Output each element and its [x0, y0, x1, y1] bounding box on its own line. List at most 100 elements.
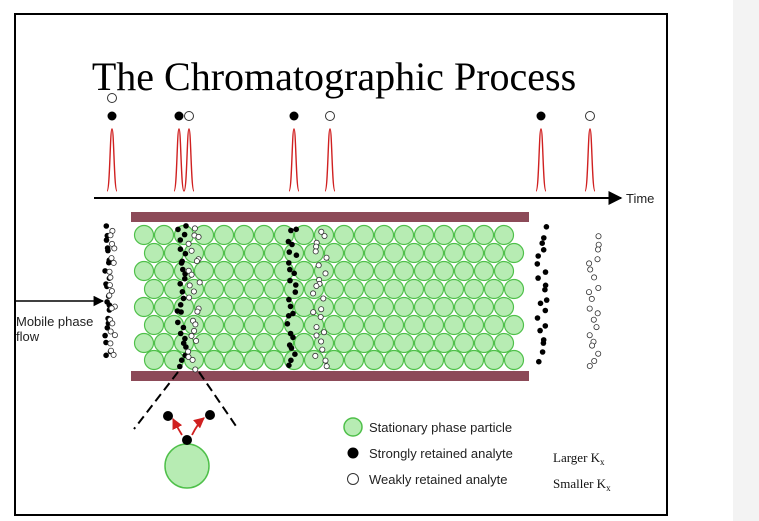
- strong-analyte-dot: [543, 224, 550, 230]
- strong-analyte-dot: [542, 282, 549, 289]
- strong-analyte-dot: [286, 249, 293, 255]
- stationary-particle: [293, 260, 315, 282]
- stationary-particle-icon: [343, 417, 363, 437]
- weak-analyte-dot: [586, 260, 593, 267]
- weak-analyte-dot: [107, 328, 114, 335]
- stationary-particle: [393, 332, 415, 354]
- stationary-particle: [343, 242, 365, 264]
- stationary-particle: [203, 242, 225, 264]
- weak-analyte-dot: [588, 295, 595, 302]
- stationary-particle: [243, 242, 265, 264]
- stationary-particle: [463, 278, 485, 300]
- stationary-particle: [233, 260, 255, 282]
- peak-strong: [173, 128, 185, 192]
- weak-analyte-dot: [192, 366, 199, 373]
- stationary-particle: [483, 314, 505, 336]
- stationary-particle: [143, 349, 165, 371]
- strong-analyte-dot: [179, 289, 186, 295]
- stationary-particle: [393, 296, 415, 318]
- stationary-particle: [353, 260, 375, 282]
- strong-analyte-dot: [102, 268, 108, 274]
- strong-analyte-dot: [285, 313, 292, 319]
- zoom-particle: [164, 443, 210, 489]
- strong-analyte-dot: [537, 327, 543, 334]
- time-axis-label: Time: [626, 191, 654, 206]
- strong-analyte-dot: [543, 297, 550, 303]
- strong-analyte-dot: [287, 303, 294, 310]
- strong-analyte-dot: [104, 325, 111, 331]
- strong-analyte-dot: [103, 339, 109, 346]
- stationary-particle: [223, 314, 245, 336]
- slide: Time Mobile phase flow Stationary phase …: [14, 13, 668, 516]
- stationary-particle: [153, 224, 175, 246]
- strong-analyte-marker: [289, 111, 299, 121]
- weak-analyte-dot: [108, 347, 115, 354]
- stationary-particle: [383, 349, 405, 371]
- strong-analyte-dot: [177, 246, 184, 252]
- stationary-particle: [243, 278, 265, 300]
- weak-analyte-dot: [196, 279, 203, 286]
- weak-analyte-dot: [313, 243, 320, 250]
- stationary-particle: [443, 242, 465, 264]
- stationary-particle: [213, 296, 235, 318]
- stationary-particle: [503, 242, 525, 264]
- weak-analyte-dot: [185, 348, 192, 355]
- weak-analyte-dot: [108, 287, 115, 294]
- weak-analyte-dot: [110, 351, 117, 358]
- weak-analyte-icon: [347, 473, 359, 485]
- stationary-particle: [243, 314, 265, 336]
- stationary-particle: [253, 332, 275, 354]
- stationary-particle: [383, 314, 405, 336]
- stationary-particle: [333, 224, 355, 246]
- weak-analyte-dot: [320, 329, 327, 336]
- strong-analyte-dot: [106, 259, 112, 266]
- stationary-particle: [223, 242, 245, 264]
- strong-analyte-dot: [289, 241, 295, 248]
- weak-analyte-dot: [107, 274, 114, 281]
- weak-analyte-dot: [591, 274, 598, 281]
- zoom-line-right: [198, 371, 239, 430]
- stationary-particle: [483, 349, 505, 371]
- stationary-particle: [333, 260, 355, 282]
- stationary-particle: [453, 260, 475, 282]
- weak-analyte-dot: [591, 357, 598, 364]
- analyte-bands: [102, 223, 602, 373]
- stationary-particle: [293, 332, 315, 354]
- stationary-particle: [503, 278, 525, 300]
- weak-analyte-dot: [185, 267, 192, 274]
- weak-analyte-dot: [108, 255, 115, 262]
- stationary-particle: [223, 278, 245, 300]
- strong-analyte-dot: [177, 281, 183, 287]
- peak-strong: [106, 128, 118, 192]
- weak-analyte-marker: [325, 111, 335, 121]
- mobile-phase-label: Mobile phase: [16, 314, 93, 329]
- stationary-particle: [233, 332, 255, 354]
- weak-analyte-dot: [185, 353, 192, 360]
- weak-analyte-dot: [312, 352, 319, 359]
- stationary-particle: [373, 260, 395, 282]
- stationary-particle: [363, 349, 385, 371]
- stationary-particle: [403, 242, 425, 264]
- stationary-particle: [353, 296, 375, 318]
- strong-analyte-dot: [103, 223, 110, 229]
- stationary-particle: [363, 314, 385, 336]
- stationary-particle: [243, 349, 265, 371]
- weak-analyte-dot: [587, 266, 594, 273]
- stationary-particle: [333, 332, 355, 354]
- stationary-particle: [263, 349, 285, 371]
- strong-analyte-dot: [542, 286, 548, 293]
- strong-analyte-dot: [286, 296, 292, 303]
- weak-analyte-dot: [313, 324, 320, 331]
- weak-analyte-dot: [589, 342, 596, 349]
- strong-analyte-dot: [540, 340, 547, 346]
- strong-analyte-dot: [290, 310, 296, 317]
- strong-analyte-dot: [287, 277, 293, 284]
- stationary-particle: [423, 314, 445, 336]
- stationary-particle: [213, 260, 235, 282]
- stationary-particle: [403, 314, 425, 336]
- peak-weak: [324, 128, 336, 192]
- strong-analyte-dot: [180, 324, 187, 331]
- weak-analyte-dot: [586, 289, 593, 296]
- weak-analyte-dot: [586, 362, 593, 369]
- smaller-kx-note: Smaller Kx: [553, 476, 611, 493]
